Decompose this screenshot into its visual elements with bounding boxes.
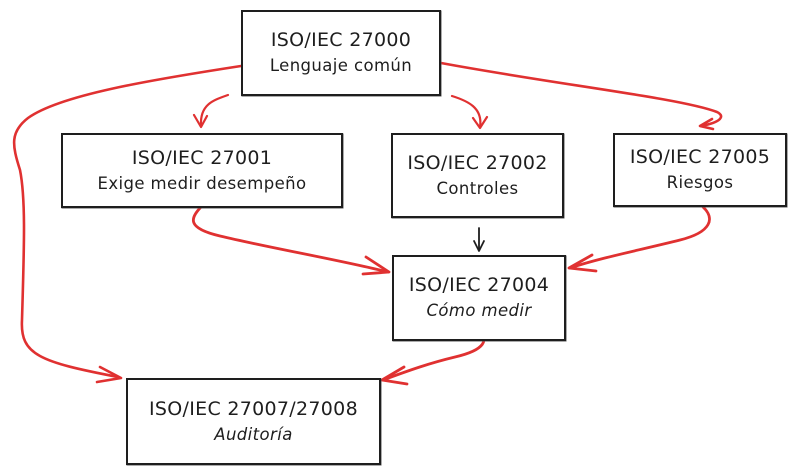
node-iso-27007-27008[interactable]: ISO/IEC 27007/27008 Auditoría (126, 378, 381, 465)
node-title: ISO/IEC 27002 (407, 151, 548, 174)
node-iso-27005[interactable]: ISO/IEC 27005 Riesgos (613, 133, 787, 207)
edge-27000-to-27005 (439, 61, 723, 131)
node-iso-27004[interactable]: ISO/IEC 27004 Cómo medir (392, 255, 566, 341)
edge-27001-to-27004 (192, 204, 391, 276)
edge-27000-to-27001 (192, 93, 230, 129)
node-subtitle: Auditoría (214, 424, 293, 444)
node-iso-27000[interactable]: ISO/IEC 27000 Lenguaje común (241, 10, 441, 96)
edge-27000-to-27002 (450, 94, 489, 130)
node-subtitle: Cómo medir (426, 301, 532, 320)
node-subtitle: Controles (436, 178, 519, 198)
node-subtitle: Riesgos (666, 173, 734, 192)
node-title: ISO/IEC 27005 (629, 146, 771, 168)
edge-27002-to-27004 (473, 227, 485, 252)
node-iso-27001[interactable]: ISO/IEC 27001 Exige medir desempeño (61, 133, 343, 208)
edge-27005-to-27004 (567, 205, 711, 273)
node-title: ISO/IEC 27001 (131, 146, 273, 169)
node-subtitle: Exige medir desempeño (97, 173, 307, 193)
edge-27000-to-27007 (12, 64, 243, 384)
node-title: ISO/IEC 27007/27008 (149, 397, 358, 420)
node-iso-27002[interactable]: ISO/IEC 27002 Controles (391, 133, 564, 218)
node-title: ISO/IEC 27000 (270, 29, 412, 51)
node-title: ISO/IEC 27004 (408, 274, 550, 296)
node-subtitle: Lenguaje común (269, 56, 413, 75)
